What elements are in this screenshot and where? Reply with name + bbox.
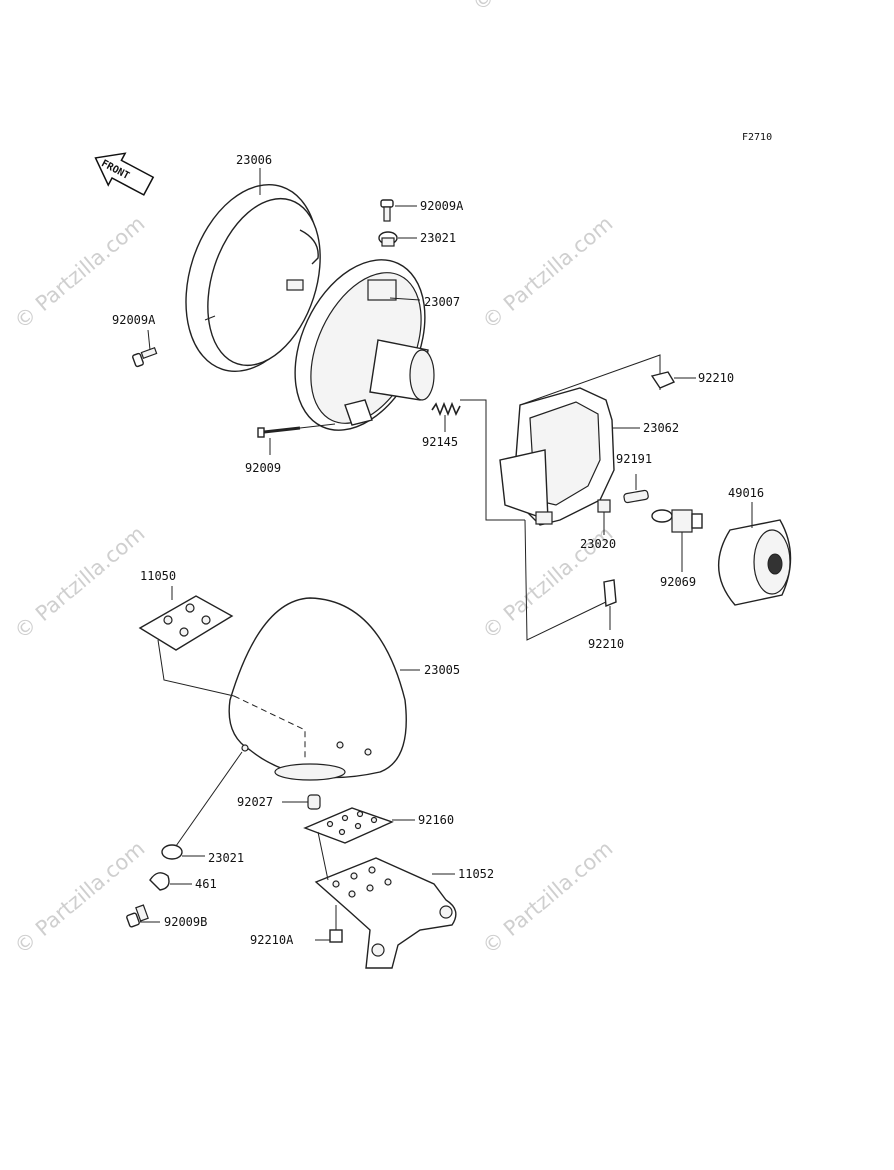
screw-92009 bbox=[257, 423, 336, 455]
nut-92210A bbox=[315, 905, 343, 943]
watermark: © Partzilla.com bbox=[10, 521, 150, 644]
bracket-23062 bbox=[499, 387, 640, 526]
label-11050: 11050 bbox=[140, 569, 176, 583]
spacer-92027 bbox=[282, 794, 321, 810]
headlight-housing-23007 bbox=[294, 259, 435, 431]
plate-11050 bbox=[138, 586, 234, 651]
label-92069: 92069 bbox=[660, 575, 696, 589]
watermark: © Partzilla.com bbox=[478, 836, 618, 959]
label-92210-mid: 92210 bbox=[588, 637, 624, 651]
socket-23020 bbox=[597, 499, 611, 535]
label-23006: 23006 bbox=[236, 153, 272, 167]
figure-code: F2710 bbox=[742, 132, 772, 143]
front-arrow-icon: FRONT bbox=[94, 152, 155, 196]
label-23007: 23007 bbox=[424, 295, 460, 309]
bulb-92069 bbox=[651, 509, 703, 572]
grommet-23021-top bbox=[378, 231, 417, 247]
label-23005: 23005 bbox=[424, 663, 460, 677]
screw-92009A-top bbox=[380, 199, 417, 222]
label-23021-top: 23021 bbox=[420, 231, 456, 245]
watermark: © Partzilla.com bbox=[468, 0, 608, 16]
label-23021-bot: 23021 bbox=[208, 851, 244, 865]
label-23020: 23020 bbox=[580, 537, 616, 551]
label-92009B: 92009B bbox=[164, 915, 207, 929]
nut-92210-mid bbox=[603, 579, 617, 630]
bolt-92009B bbox=[126, 904, 160, 928]
label-49016: 49016 bbox=[728, 486, 764, 500]
pin-92191 bbox=[623, 474, 649, 504]
label-92145: 92145 bbox=[422, 435, 458, 449]
label-92210-top: 92210 bbox=[698, 371, 734, 385]
spring-92145 bbox=[431, 401, 461, 432]
clip-461 bbox=[149, 872, 192, 891]
nut-92210-top bbox=[650, 371, 696, 389]
label-92009A-top: 92009A bbox=[420, 199, 464, 213]
watermark: © Partzilla.com bbox=[10, 836, 150, 959]
label-92009: 92009 bbox=[245, 461, 281, 475]
bracket-11052 bbox=[314, 831, 457, 969]
label-92160: 92160 bbox=[418, 813, 454, 827]
plate-92160 bbox=[303, 807, 415, 844]
boot-cover-49016 bbox=[718, 502, 792, 606]
headlight-rim-23006 bbox=[185, 168, 321, 372]
label-92027: 92027 bbox=[237, 795, 273, 809]
grommet-23021-bot bbox=[161, 751, 243, 860]
label-11052: 11052 bbox=[458, 867, 494, 881]
watermark: © Partzilla.com bbox=[478, 211, 618, 334]
label-23062: 23062 bbox=[643, 421, 679, 435]
label-92009A-left: 92009A bbox=[112, 313, 156, 327]
screw-92009A-left bbox=[132, 329, 158, 368]
label-461: 461 bbox=[195, 877, 217, 891]
label-92191: 92191 bbox=[616, 452, 652, 466]
part-labels: 23006 92009A 23021 23007 92009A 92009 92… bbox=[112, 153, 764, 947]
headlight-shell-23005 bbox=[228, 597, 420, 781]
label-92210A: 92210A bbox=[250, 933, 294, 947]
